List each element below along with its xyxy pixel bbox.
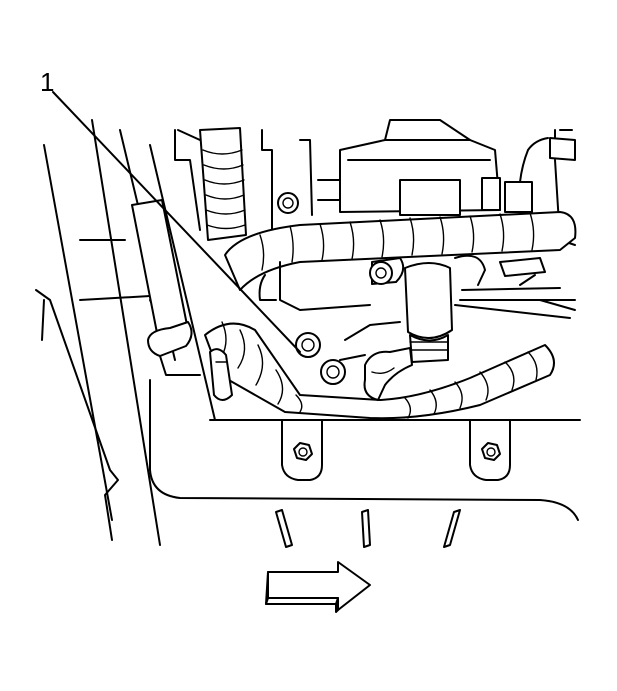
bolt-mid — [369, 261, 393, 285]
main-harness-loom — [224, 211, 577, 291]
engine-block — [174, 119, 576, 246]
lower-harness-loom — [204, 321, 555, 420]
bolt-left-lower — [295, 332, 321, 358]
bolts — [277, 192, 393, 385]
engine-midsection — [258, 254, 576, 363]
right-arrow-icon — [265, 561, 371, 613]
vertical-harness-loom — [177, 127, 247, 241]
mounting-brackets — [281, 419, 511, 481]
bolt-upper — [277, 192, 299, 214]
bolt-center-lower — [320, 359, 346, 385]
pan-ribs — [275, 509, 461, 548]
strut-with-clamp — [131, 199, 201, 376]
callout-number: 1 — [40, 67, 54, 97]
bracket-right — [469, 419, 511, 481]
callout-1: 1 — [40, 67, 301, 353]
bracket-left — [281, 419, 323, 481]
lower-housing — [149, 379, 581, 521]
